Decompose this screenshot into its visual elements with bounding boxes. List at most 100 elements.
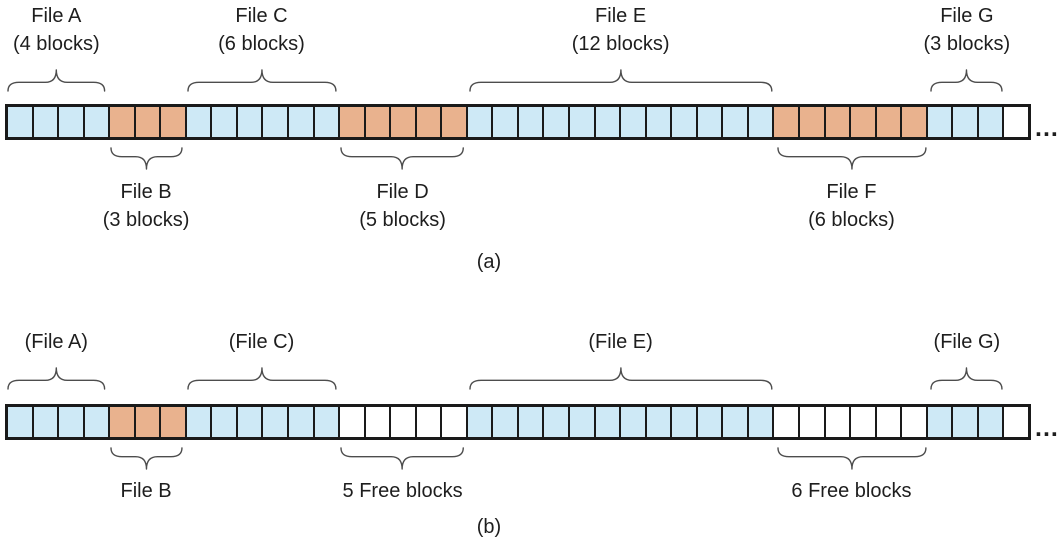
disk-block-file-c [186, 407, 213, 437]
disk-block-file-e [748, 407, 775, 437]
brace-file-b [109, 447, 183, 470]
disk-block-file-e [723, 407, 749, 437]
label-file-c: (File C) [229, 328, 295, 356]
disk-block-file-e [646, 407, 673, 437]
disk-block-file-g [953, 407, 979, 437]
panel-caption: (b) [476, 516, 502, 538]
label-subline: (5 blocks) [359, 209, 446, 231]
disk-block-file-a [84, 107, 111, 137]
disk-block-file-d [365, 107, 392, 137]
disk-block-file-e [493, 407, 519, 437]
label-file-g: (File G) [934, 328, 1001, 356]
brace-file-f [776, 147, 927, 170]
label-file-g: File G(3 blocks) [924, 2, 1011, 58]
disk-block-file-g [978, 407, 1005, 437]
disk-block-file-b [110, 107, 136, 137]
disk-block-file-e [697, 107, 724, 137]
label-line: (File A) [24, 331, 88, 353]
disk-block-file-a [33, 107, 60, 137]
label-5-free-blocks: 5 Free blocks [343, 477, 463, 505]
brace-file-c [186, 367, 337, 390]
label-6-free-blocks: 6 Free blocks [791, 477, 911, 505]
disk-block-file-e [544, 107, 571, 137]
disk-block-file-f [774, 107, 800, 137]
disk-block-5-free-blocks [442, 407, 468, 437]
brace-file-a [7, 69, 106, 92]
label-file-d: File D(5 blocks) [359, 178, 446, 234]
label-line: 5 Free blocks [342, 480, 463, 502]
disk-block-file-c [237, 107, 264, 137]
brace-file-d [340, 147, 465, 170]
disk-block-file-c [237, 407, 264, 437]
disk-block-file-a [8, 107, 34, 137]
disk-block-file-d [416, 107, 443, 137]
disk-block-5-free-blocks [365, 407, 392, 437]
disk-block-6-free-blocks [799, 407, 826, 437]
brace-6-free-blocks [776, 447, 927, 470]
disk-block-file-b [161, 407, 187, 437]
label-subline: (6 blocks) [808, 209, 895, 231]
disk-block-file-c [212, 107, 238, 137]
disk-block-file-e [697, 407, 724, 437]
disk-block-6-free-blocks [876, 407, 903, 437]
disk-block-5-free-blocks [416, 407, 443, 437]
label-file-a: File A (4 blocks) [13, 2, 100, 58]
disk-block-file-a [59, 107, 85, 137]
disk-block-file-b [161, 107, 187, 137]
disk-block-file-c [289, 407, 315, 437]
disk-block-6-free-blocks [902, 407, 928, 437]
label-file-b: File B(3 blocks) [103, 178, 190, 234]
label-file-a: (File A) [25, 328, 88, 356]
disk-block-file-c [289, 107, 315, 137]
brace-file-b [109, 147, 183, 170]
disk-block-file-e [595, 107, 622, 137]
disk-block-file-a [59, 407, 85, 437]
disk-block-file-f [825, 107, 852, 137]
label-line: File F [826, 181, 877, 203]
label-file-e: File E(12 blocks) [572, 2, 670, 58]
disk-block-file-d [391, 107, 417, 137]
disk-block-6-free-blocks [825, 407, 852, 437]
disk-block-5-free-blocks [391, 407, 417, 437]
disk-block-file-e [570, 107, 596, 137]
disk-block-file-e [493, 107, 519, 137]
brace-file-g [930, 367, 1004, 390]
disk-block-file-f [902, 107, 928, 137]
disk-block-file-f [876, 107, 903, 137]
disk-block-file-b [135, 407, 162, 437]
label-subline: (12 blocks) [571, 33, 670, 55]
disk-block-file-c [263, 107, 290, 137]
disk-block-file-c [314, 407, 341, 437]
disk-block-file-e [672, 107, 698, 137]
disk-block-file-e [467, 407, 494, 437]
disk-block-file-e [748, 107, 775, 137]
label-subline: (6 blocks) [218, 33, 305, 55]
ellipsis: ... [1035, 114, 1059, 142]
disk-block-file-e [467, 107, 494, 137]
disk-block-file-e [621, 407, 647, 437]
disk-block-file-f [851, 107, 877, 137]
brace-file-a [7, 367, 106, 390]
disk-block-file-e [518, 407, 545, 437]
brace-file-c [186, 69, 337, 92]
label-line: File G [940, 5, 994, 27]
label-line: File B [120, 480, 172, 502]
label-line: File C [235, 5, 288, 27]
brace-file-e [468, 69, 773, 92]
disk-block-file-d [340, 107, 366, 137]
label-subline: (4 blocks) [12, 33, 100, 55]
disk-block-file-e [570, 407, 596, 437]
label-line: File A [31, 5, 82, 27]
disk-block-file-a [8, 407, 34, 437]
disk-block-file-d [442, 107, 468, 137]
disk-block-file-g [927, 107, 954, 137]
disk-block-file-e [518, 107, 545, 137]
disk-block-file-a [84, 407, 111, 437]
brace-5-free-blocks [340, 447, 465, 470]
label-subline: (3 blocks) [102, 209, 190, 231]
disk-block-file-g [953, 107, 979, 137]
disk-block-file-e [621, 107, 647, 137]
label-file-b: File B [121, 477, 172, 505]
disk-block-file-a [33, 407, 60, 437]
